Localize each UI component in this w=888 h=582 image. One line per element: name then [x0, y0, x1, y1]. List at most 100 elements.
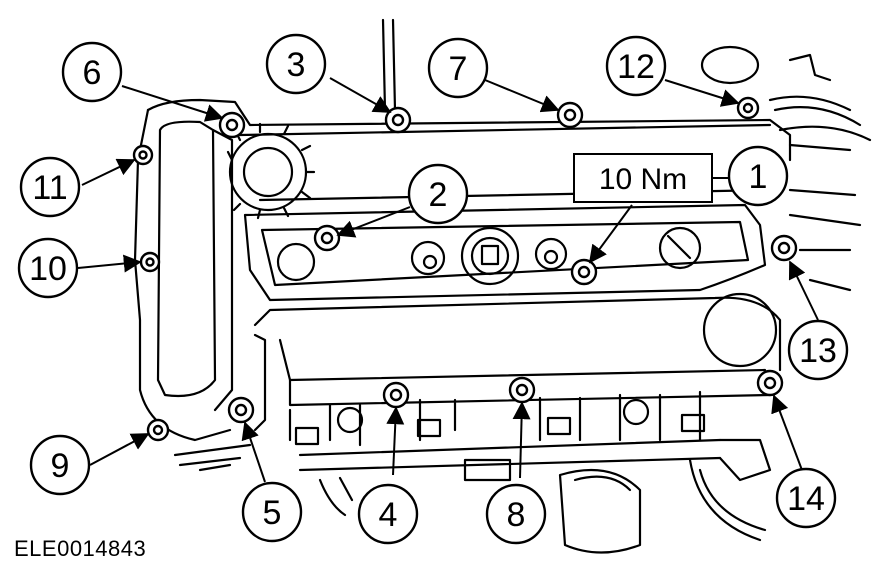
figure-reference-code: ELE0014843: [14, 536, 147, 561]
callout-1: 1: [727, 145, 789, 207]
oil-cap-teeth: [226, 122, 316, 220]
callout-number: 10: [29, 250, 67, 288]
lower-rail-mid: [278, 338, 292, 382]
leader-1: [588, 204, 633, 264]
callout-3: 3: [265, 33, 327, 95]
injector-clip-1: [294, 426, 320, 446]
callout-number: 14: [787, 480, 825, 518]
callout-14: 14: [775, 467, 837, 529]
engine-artwork: [133, 18, 872, 554]
callout-number: 1: [749, 158, 768, 196]
bolts: [132, 96, 798, 442]
callout-13: 13: [787, 319, 849, 381]
callout-number: 8: [507, 496, 526, 534]
callout-number: 12: [617, 48, 655, 86]
top-right-ring: [700, 45, 760, 85]
leader-12: [664, 79, 740, 107]
bolt-1: [570, 258, 598, 286]
callout-number: 7: [449, 50, 468, 88]
callout-circle: [357, 483, 419, 545]
cover-left-seam: [211, 128, 234, 412]
leader-lines: [77, 77, 819, 483]
fuel-rail-end: [463, 458, 512, 482]
callout-circle: [29, 434, 91, 496]
cover-left-inner: [156, 120, 217, 398]
bolt-4: [382, 381, 410, 409]
bolt-10: [139, 251, 161, 273]
bottom-left-strut: [253, 333, 267, 432]
bolt-7: [556, 101, 584, 129]
bolt-9: [146, 418, 170, 442]
leader-7: [484, 79, 560, 113]
callout-4: 4: [357, 483, 419, 545]
callout-circle: [775, 467, 837, 529]
callout-circle: [265, 33, 327, 95]
oil-cap-inner: [242, 146, 294, 198]
injector-clip-2: [416, 418, 442, 438]
bolt-12: [736, 96, 760, 120]
torque-label-text: 10 Nm: [599, 163, 687, 196]
right-bracket: [788, 143, 862, 292]
sensor-boss-right: [534, 237, 568, 271]
callout-10: 10: [17, 237, 79, 299]
callout-circle: [727, 145, 789, 207]
callout-number: 2: [429, 176, 448, 214]
oil-filter-neck: [573, 475, 632, 492]
bolt-8: [508, 376, 536, 404]
center-panel: [243, 203, 767, 302]
torque-label: 10 Nm: [573, 153, 730, 203]
cover-left-body: [133, 108, 232, 442]
fuel-line: [688, 458, 767, 542]
sensor-boss-center-square: [480, 244, 500, 266]
right-hoses: [768, 95, 872, 142]
bottom-left-bracket: [173, 443, 252, 472]
leader-14: [771, 394, 806, 479]
leader-5: [241, 421, 266, 483]
top-right-clip: [788, 53, 832, 82]
leader-13: [788, 260, 819, 321]
torque-label-box: [573, 153, 713, 203]
sensor-boss-right-inner: [543, 249, 559, 265]
oil-filter: [558, 468, 642, 554]
injector-nut-2: [622, 398, 650, 426]
injector-nut-1: [336, 406, 364, 434]
bolt-14: [756, 369, 784, 397]
sensor-boss-center-inner: [470, 236, 510, 276]
leader-2: [336, 206, 411, 238]
callout-circle: [787, 319, 849, 381]
callout-8: 8: [485, 483, 547, 545]
callout-2: 2: [407, 163, 469, 225]
bolt-11: [132, 144, 154, 166]
cover-lower-rail: [253, 296, 782, 372]
panel-hole-left: [276, 242, 316, 282]
leader-3: [329, 77, 392, 113]
callout-circle: [485, 483, 547, 545]
cover-left-edge: [146, 98, 792, 162]
callout-circle: [19, 156, 81, 218]
panel-hole-right: [658, 226, 702, 270]
callout-12: 12: [605, 35, 667, 97]
fuel-rail-connector: [718, 438, 772, 482]
callout-circle: [407, 163, 469, 225]
callout-number: 5: [263, 494, 282, 532]
cover-top-rail: [238, 123, 772, 137]
callout-6: 6: [61, 41, 123, 103]
leader-6: [121, 85, 224, 122]
bolt-6: [218, 111, 246, 139]
sensor-boss-left-inner: [422, 254, 438, 270]
leader-11: [81, 158, 136, 186]
pulley-outer: [702, 292, 778, 368]
callout-number: 4: [379, 496, 398, 534]
sensor-boss-center-outer: [460, 226, 520, 286]
bolt-5: [227, 396, 255, 424]
bolt-13: [770, 234, 798, 262]
leader-8: [512, 401, 531, 479]
callout-number: 3: [287, 46, 306, 84]
callout-number: 9: [51, 447, 70, 485]
sensor-boss-left: [410, 240, 446, 276]
callout-circle: [427, 37, 489, 99]
callout-number: 13: [799, 332, 837, 370]
injector-clip-3: [546, 416, 572, 436]
